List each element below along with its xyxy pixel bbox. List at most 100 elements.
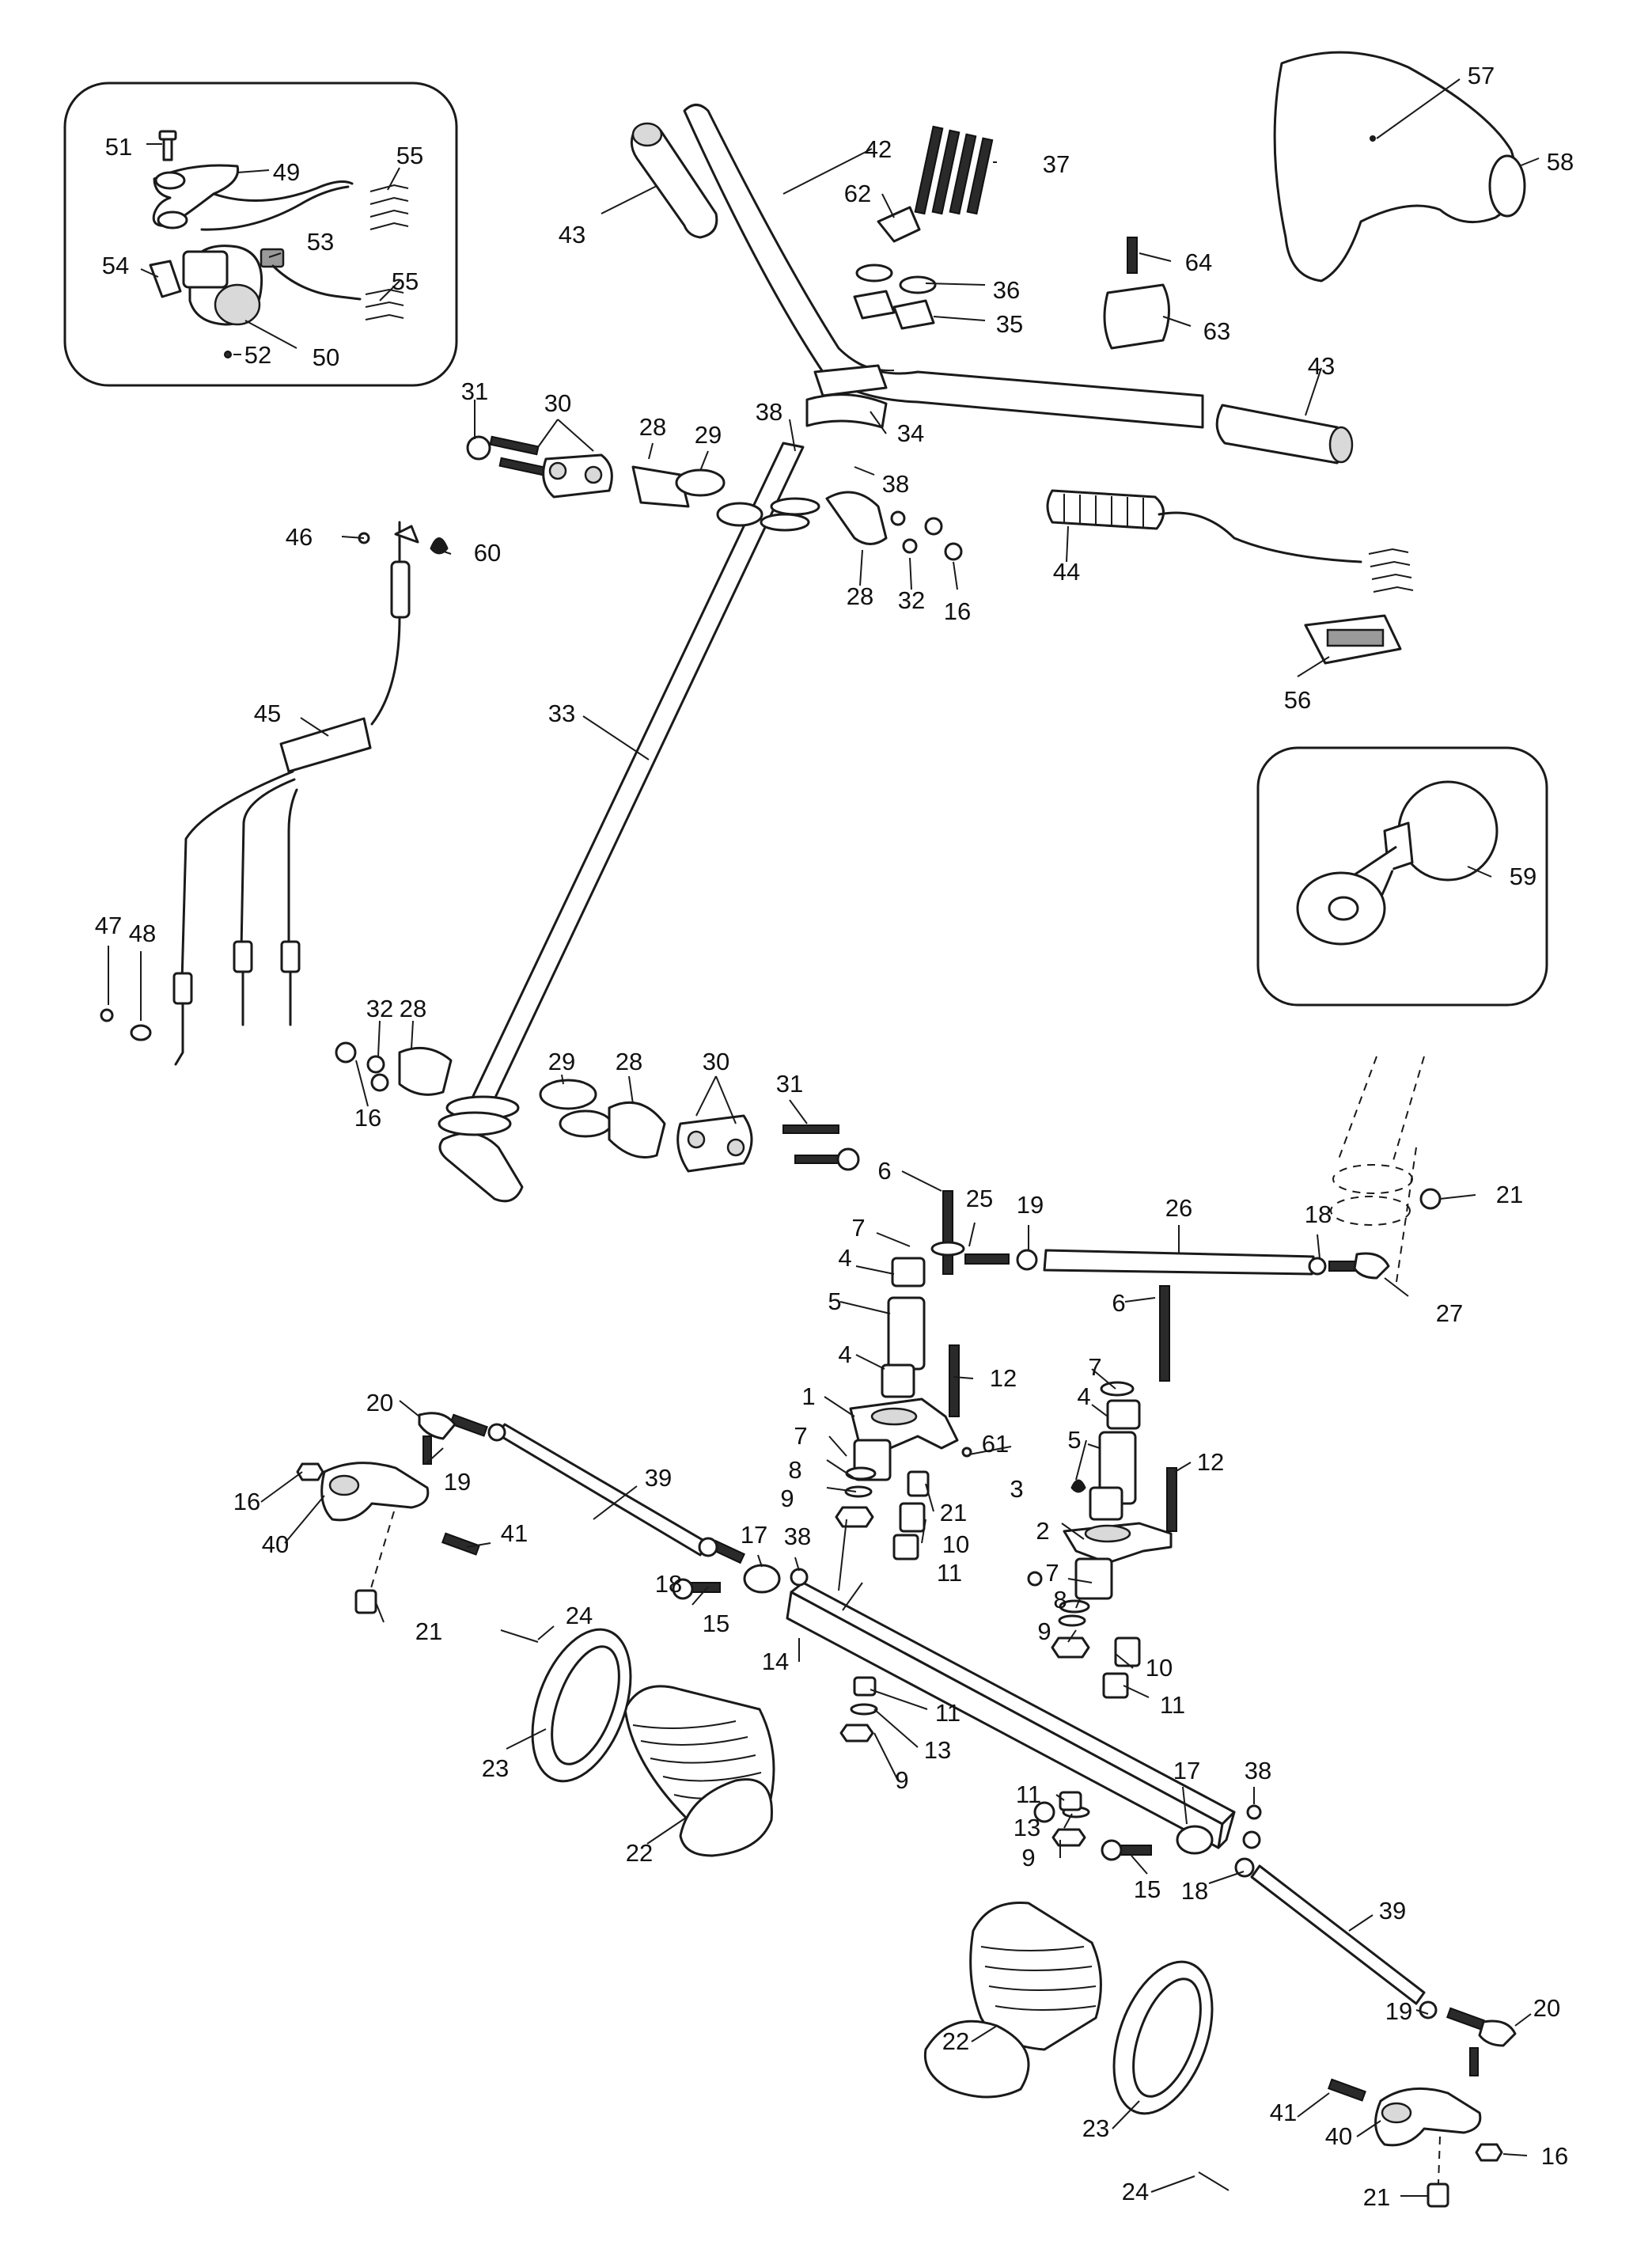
label-55: 55 [396, 142, 423, 169]
label-61: 61 [982, 1430, 1009, 1458]
label-42: 42 [865, 135, 892, 163]
label-53: 53 [307, 228, 334, 256]
label-23: 23 [1082, 2114, 1109, 2142]
label-51: 51 [105, 133, 132, 161]
boot-left [623, 1685, 775, 1857]
label-6: 6 [877, 1157, 891, 1185]
label-9: 9 [1037, 1617, 1051, 1645]
label-12: 12 [990, 1364, 1017, 1392]
label-8: 8 [788, 1456, 801, 1484]
steering-column [438, 442, 820, 1203]
label-30: 30 [544, 389, 571, 417]
label-10: 10 [942, 1530, 969, 1558]
label-27: 27 [1436, 1299, 1463, 1327]
label-38: 38 [882, 470, 909, 498]
label-6: 6 [1112, 1289, 1125, 1317]
label-25: 25 [966, 1185, 993, 1212]
handlebar-clamps [853, 264, 937, 330]
label-45: 45 [254, 700, 281, 727]
column-bottom-ghost [1330, 1056, 1442, 1226]
label-18: 18 [655, 1570, 682, 1598]
label-7: 7 [1088, 1353, 1101, 1381]
label-43: 43 [1308, 352, 1335, 380]
label-59: 59 [1510, 863, 1536, 890]
drag-link [964, 1147, 1417, 1283]
grip-left [630, 122, 718, 239]
label-36: 36 [993, 276, 1020, 304]
label-13: 13 [1014, 1814, 1040, 1841]
label-16: 16 [354, 1104, 381, 1132]
label-48: 48 [129, 920, 156, 947]
label-31: 31 [776, 1070, 803, 1098]
label-11: 11 [935, 1699, 961, 1727]
label-18: 18 [1181, 1877, 1208, 1905]
label-4: 4 [838, 1244, 851, 1272]
label-29: 29 [695, 421, 722, 449]
misc-hardware [839, 1447, 1262, 1847]
label-7: 7 [794, 1422, 807, 1450]
cable-harness [100, 521, 449, 1066]
label-40: 40 [1325, 2122, 1352, 2150]
label-28: 28 [639, 413, 666, 441]
label-22: 22 [626, 1839, 653, 1867]
heated-grip [1046, 489, 1414, 665]
label-30: 30 [703, 1048, 729, 1075]
label-11: 11 [1016, 1780, 1041, 1808]
callout-labels: 51 49 55 53 54 55 52 50 43 42 37 62 36 3… [95, 62, 1574, 2211]
label-43: 43 [559, 221, 585, 248]
label-46: 46 [286, 523, 313, 551]
label-23: 23 [482, 1754, 509, 1782]
label-16: 16 [1541, 2142, 1568, 2170]
label-15: 15 [1134, 1875, 1161, 1903]
label-5: 5 [828, 1287, 841, 1315]
label-54: 54 [102, 252, 129, 279]
label-63: 63 [1203, 317, 1230, 345]
label-50: 50 [313, 343, 339, 371]
label-17: 17 [1173, 1757, 1200, 1784]
upper-linkage [466, 435, 963, 561]
crossbar [786, 1581, 1236, 1849]
upper-clamp [805, 364, 888, 429]
handlebar [683, 104, 1204, 429]
label-8: 8 [1053, 1586, 1067, 1614]
label-32: 32 [898, 586, 925, 614]
label-19: 19 [444, 1468, 471, 1496]
label-52: 52 [244, 341, 271, 369]
label-28: 28 [616, 1048, 642, 1075]
label-64: 64 [1185, 248, 1212, 276]
label-35: 35 [996, 310, 1023, 338]
label-12: 12 [1197, 1448, 1224, 1476]
label-60: 60 [474, 539, 501, 567]
label-9: 9 [780, 1485, 794, 1512]
label-9: 9 [895, 1766, 908, 1794]
label-26: 26 [1165, 1194, 1192, 1222]
label-19: 19 [1385, 1997, 1412, 2025]
handlebar-pad [1273, 51, 1526, 283]
label-38: 38 [1245, 1757, 1271, 1784]
label-21: 21 [940, 1499, 967, 1526]
cover-63 [1103, 237, 1170, 350]
ring-left [531, 1628, 632, 1783]
label-24: 24 [566, 1602, 593, 1629]
label-31: 31 [461, 377, 488, 405]
label-20: 20 [366, 1389, 393, 1416]
pivot-right [1051, 1285, 1177, 1699]
label-38: 38 [784, 1523, 811, 1550]
label-2: 2 [1036, 1517, 1049, 1545]
label-49: 49 [273, 158, 300, 186]
label-47: 47 [95, 912, 122, 939]
label-21: 21 [1496, 1181, 1523, 1208]
label-55: 55 [392, 267, 419, 295]
bracket [877, 206, 921, 243]
label-10: 10 [1146, 1654, 1173, 1682]
label-5: 5 [1067, 1426, 1081, 1454]
spindle-arm-right [1327, 2078, 1503, 2208]
label-29: 29 [548, 1048, 575, 1075]
label-41: 41 [1270, 2099, 1297, 2126]
pivot-left [835, 1190, 965, 1561]
pin-24-left [500, 1629, 539, 1643]
leader-lines [108, 78, 1540, 2197]
label-19: 19 [1017, 1191, 1044, 1219]
label-17: 17 [741, 1521, 767, 1549]
label-41: 41 [501, 1519, 528, 1547]
